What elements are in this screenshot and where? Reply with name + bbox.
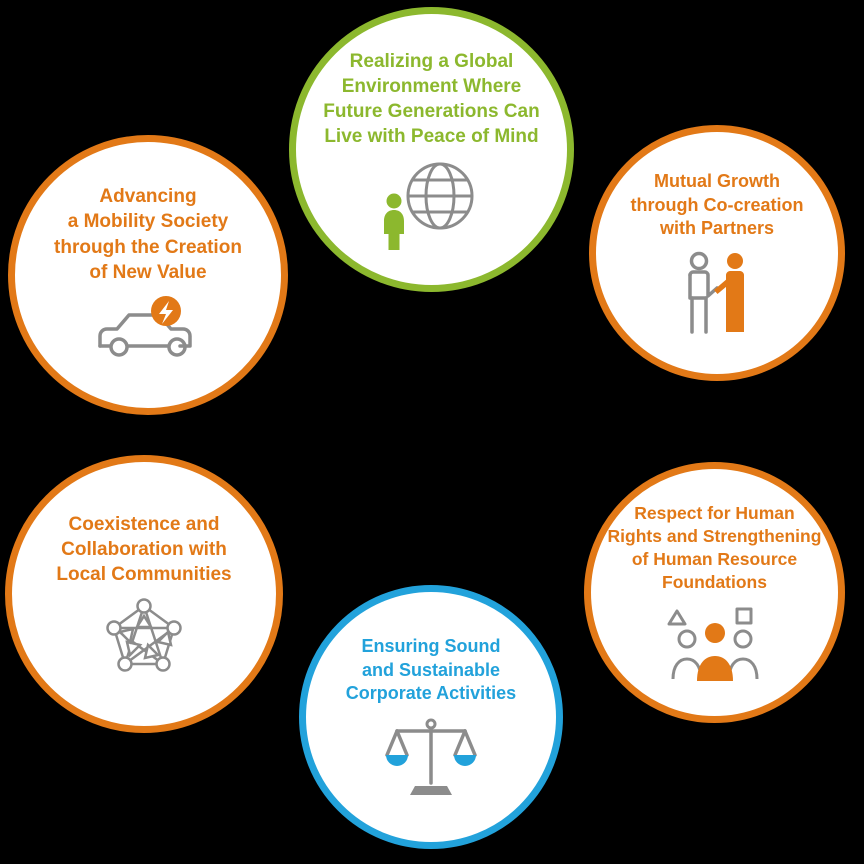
community-network-icon [98, 596, 190, 676]
people-diversity-icon [667, 603, 763, 683]
circle-label: Ensuring Sound and Sustainable Corporate… [345, 635, 517, 704]
balance-scales-icon [383, 715, 479, 799]
circle-sound-corporate: Ensuring Sound and Sustainable Corporate… [299, 585, 563, 849]
electric-car-icon [92, 294, 204, 366]
circle-human-rights: Respect for Human Rights and Strengtheni… [584, 462, 845, 723]
circle-label: Mutual Growth through Co-creation with P… [630, 170, 804, 239]
circle-label: Realizing a Global Environment Where Fut… [323, 50, 540, 148]
circle-mobility-society: Advancing a Mobility Society through the… [8, 135, 288, 415]
circle-local-communities: Coexistence and Collaboration with Local… [5, 455, 283, 733]
circle-global-environment: Realizing a Global Environment Where Fut… [289, 7, 574, 292]
person-globe-icon [380, 158, 484, 251]
circle-label: Coexistence and Collaboration with Local… [56, 513, 232, 586]
circle-label: Advancing a Mobility Society through the… [54, 186, 242, 283]
handshake-partners-icon [677, 250, 757, 336]
circle-label: Respect for Human Rights and Strengtheni… [607, 502, 822, 593]
circle-mutual-growth: Mutual Growth through Co-creation with P… [589, 125, 845, 381]
